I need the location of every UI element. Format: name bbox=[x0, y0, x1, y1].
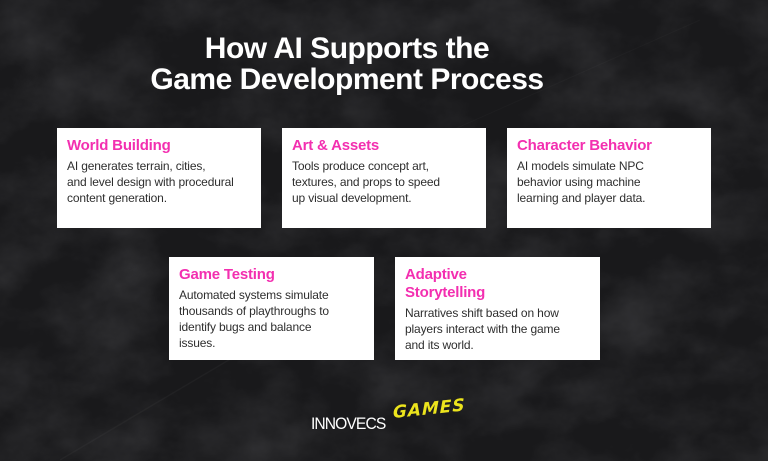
card-heading: Game Testing bbox=[179, 266, 275, 283]
card-body: Narratives shift based on how players in… bbox=[405, 306, 560, 352]
card-adaptive-storytelling: Adaptive Storytelling Narratives shift b… bbox=[395, 257, 600, 360]
page-title: How AI Supports the Game Development Pro… bbox=[150, 32, 544, 96]
games-wordmark: GAMES bbox=[393, 395, 466, 424]
card-body: AI generates terrain, cities, and level … bbox=[67, 159, 234, 205]
card-world-building: World Building AI generates terrain, cit… bbox=[57, 128, 261, 228]
card-art-assets: Art & Assets Tools produce concept art, … bbox=[282, 128, 486, 228]
innovecs-games-logo: INNOVECS GAMES bbox=[311, 395, 465, 436]
card-heading: Adaptive Storytelling bbox=[405, 266, 486, 301]
card-character-behavior: Character Behavior AI models simulate NP… bbox=[507, 128, 711, 228]
card-body: Tools produce concept art, textures, and… bbox=[292, 159, 440, 205]
innovecs-wordmark: INNOVECS bbox=[311, 414, 386, 433]
card-body: AI models simulate NPC behavior using ma… bbox=[517, 159, 646, 205]
card-heading: Character Behavior bbox=[517, 137, 652, 154]
card-body: Automated systems simulate thousands of … bbox=[179, 288, 329, 350]
cards-row-bottom: Game Testing Automated systems simulate … bbox=[169, 257, 600, 360]
card-heading: World Building bbox=[67, 137, 171, 154]
card-game-testing: Game Testing Automated systems simulate … bbox=[169, 257, 374, 360]
cards-row-top: World Building AI generates terrain, cit… bbox=[57, 128, 711, 228]
card-heading: Art & Assets bbox=[292, 137, 380, 154]
